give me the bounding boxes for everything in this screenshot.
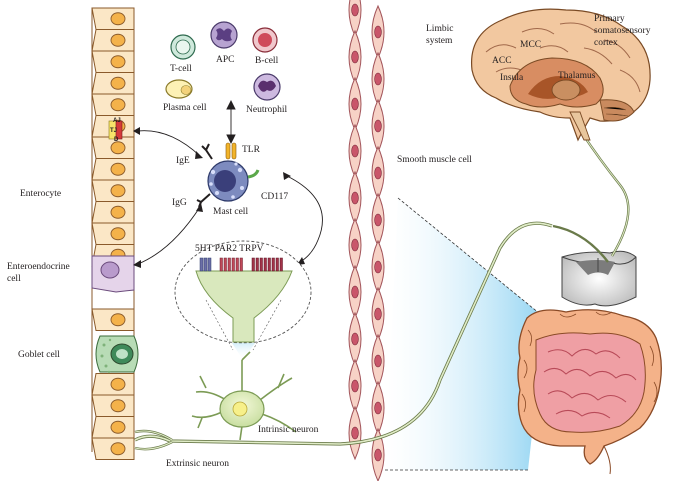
neutrophil-cell [253,73,281,101]
enterocyte-cell [91,416,135,439]
smooth-muscle-cell [371,192,385,248]
smooth-muscle-cell [348,358,362,414]
smooth-muscle-cell [348,0,362,38]
intrinsic-neuron-label: Intrinsic neuron [258,425,319,435]
goblet-cell-label: Goblet cell [18,350,60,360]
smooth-muscle-cell [348,123,362,179]
smooth-muscle-cell [371,239,385,295]
smooth-muscle-cell [348,311,362,367]
mcc-label: MCC [520,40,541,50]
b-cell-label: B-cell [255,56,279,66]
receptor-trpv [251,257,283,272]
enterocyte-cell [91,201,135,224]
enteroendocrine-label-2: cell [7,274,21,284]
primary-label-3: cortex [594,38,618,48]
smooth-muscle-label: Smooth muscle cell [397,155,472,165]
enterocyte-cell [91,72,135,95]
primary-label-1: Primary [594,14,625,24]
smooth-muscle-cell [371,427,385,481]
junction-markers: AJ TJ D [108,118,123,143]
neutrophil-label: Neutrophil [246,105,288,115]
brain [470,8,651,142]
enterocyte-cell [91,373,135,396]
mast-cell [196,142,260,208]
extrinsic-neuron [134,221,553,451]
colon [517,309,662,475]
mast-cell-label: Mast cell [213,207,248,217]
tj-label: TJ [110,128,117,134]
smooth-muscle-cell [348,29,362,85]
enterocyte-cell [91,394,135,417]
aj-label: AJ [113,118,121,124]
enterocyte-cell [91,29,135,52]
arrow-heads [133,127,305,268]
cd117-label: CD117 [261,192,288,202]
enterocyte-cell [91,136,135,159]
plasma-cell-label: Plasma cell [163,103,207,113]
receptors-label: 5HT PAR2 TRPV [195,244,264,254]
enterocyte-cell [91,93,135,116]
smooth-muscle-cell [371,286,385,342]
enterocyte-cell [91,50,135,73]
smooth-muscle-cell [371,333,385,389]
tlr-label: TLR [242,145,261,155]
limbic-label-2: system [426,36,453,46]
extrinsic-neuron-label: Extrinsic neuron [166,459,229,469]
afferent-pathway [552,224,609,263]
b-cell [252,27,278,53]
smooth-muscle-cell [348,170,362,226]
thalamus-label: Thalamus [558,71,596,81]
enteroendocrine-label-1: Enteroendocrine [7,262,70,272]
enterocyte-cell [91,158,135,181]
limbic-label-1: Limbic [426,24,453,34]
smooth-muscle-cell [348,217,362,273]
enterocyte-cell [91,222,135,245]
primary-label-2: somatosensory [594,26,651,36]
spinal-cord [561,250,637,307]
enterocyte-cell [91,437,135,460]
smooth-muscle-cell [371,98,385,154]
smooth-muscle-cell [348,264,362,320]
receptor-par2 [219,257,243,272]
neuron-zoom [174,240,312,360]
receptor-5ht [199,257,212,272]
epithelium [91,7,135,460]
intrinsic-neuron-nucleus [232,401,248,417]
smooth-muscle-cell [371,4,385,60]
igg-label: IgG [172,198,187,208]
plasma-cell [165,79,193,99]
enterocyte-cell [91,179,135,202]
insula-label: Insula [500,73,524,83]
enterocyte-cell [91,7,135,30]
apc-label: APC [216,55,234,65]
smooth-muscle-cell [348,405,362,461]
ige-label: IgE [176,156,190,166]
enteroendocrine-cell-shape [91,255,135,293]
smooth-muscle-column [348,0,385,481]
zoom-beam [385,198,545,470]
d-label: D [114,137,119,143]
apc-cell [210,21,238,49]
smooth-muscle-cell [371,145,385,201]
t-cell [170,34,196,60]
immune-mast-arrow [226,99,236,145]
smooth-muscle-cell [371,51,385,107]
zoom-beam-edge-top [397,197,546,319]
enterocyte-cell [91,308,135,331]
acc-label: ACC [492,56,512,66]
connection-arrows [137,130,323,265]
goblet-cell-shape [95,335,139,374]
smooth-muscle-cell [348,76,362,132]
enterocyte-label: Enterocyte [20,189,61,199]
t-cell-label: T-cell [170,64,192,74]
smooth-muscle-cell [371,380,385,436]
